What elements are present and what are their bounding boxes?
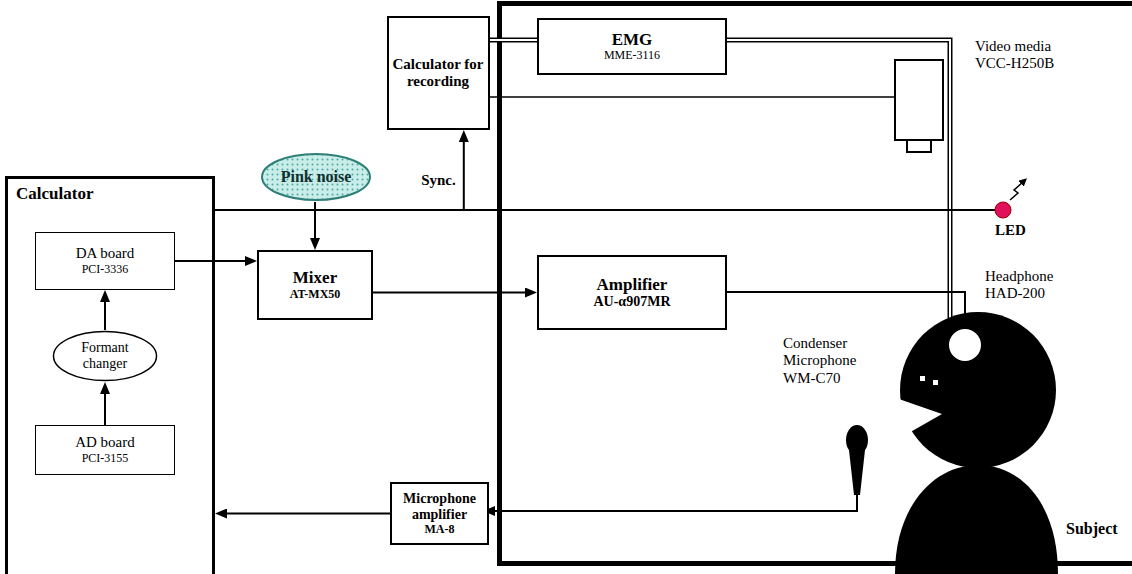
node-title: Microphone amplifier	[392, 491, 487, 523]
subject-label: Subject	[1066, 520, 1118, 538]
signal-line	[104, 296, 106, 330]
node-title: Calculator	[16, 184, 93, 204]
device-label: Video media VCC-H250B	[975, 38, 1075, 73]
emg-cable-core	[727, 40, 950, 318]
node-title: Amplifier	[597, 275, 668, 295]
node-title: Mixer	[293, 268, 337, 288]
model-number: PCI-3155	[82, 452, 129, 466]
signal-line	[373, 292, 531, 294]
ellipse-outline	[54, 332, 157, 381]
emg-box: EMGMME-3116	[537, 18, 727, 75]
emg-cable	[727, 40, 950, 318]
mixer-box: MixerAT-MX50	[257, 250, 373, 320]
signal-label: Sync.	[421, 172, 456, 189]
calculator-frame: Calculator DA boardPCI-3336Formant change…	[5, 176, 215, 574]
amplifier-box: AmplifierAU-α907MR	[537, 255, 727, 330]
subject-eye	[933, 380, 938, 385]
node-title: AD board	[75, 434, 135, 451]
subject-room-frame	[500, 4, 1132, 564]
device-label: Headphone HAD-200	[985, 268, 1080, 303]
model-number: MME-3116	[604, 49, 660, 63]
subject-head	[900, 312, 1056, 468]
connector	[221, 513, 390, 514]
led-label: LED	[995, 222, 1026, 239]
node-title: Pink noise	[281, 168, 352, 186]
board-box: DA boardPCI-3336	[35, 232, 175, 290]
node-title: DA board	[76, 245, 135, 262]
ellipse-outline	[262, 154, 370, 200]
headphone-cup	[948, 328, 982, 362]
connector	[315, 202, 316, 244]
signal-line	[221, 513, 390, 515]
microphone-cable	[489, 495, 857, 511]
microphone-handle	[849, 450, 865, 495]
light-emission-symbol	[1010, 181, 1024, 200]
double-cable-core	[490, 39, 538, 41]
connector	[215, 136, 464, 210]
led-wire	[460, 209, 995, 211]
signal-line	[104, 388, 106, 425]
model-number: PCI-3336	[82, 263, 129, 277]
subject-eye	[920, 376, 925, 381]
node-title: Calculator for recording	[389, 56, 488, 91]
node-title: EMG	[612, 30, 653, 50]
signal-line	[215, 136, 464, 210]
process-ellipse: Formant changer	[52, 330, 158, 382]
device-label: Condenser Microphone WM-C70	[783, 335, 873, 387]
double-cable	[490, 38, 538, 43]
node-title: Formant changer	[68, 340, 142, 372]
camera-lens	[907, 140, 931, 152]
led-symbol	[995, 202, 1011, 218]
noise-ellipse: Pink noise	[260, 152, 372, 202]
mic-amp-box: Microphone amplifierMA-8	[390, 482, 489, 545]
model-number: AT-MX50	[290, 288, 341, 302]
model-number: MA-8	[425, 523, 455, 537]
recorder-box: Calculator for recording	[387, 16, 490, 130]
signal-line	[314, 202, 316, 244]
model-number: AU-α907MR	[593, 294, 670, 310]
connector	[373, 292, 531, 293]
connector	[105, 296, 106, 330]
subject-body	[895, 465, 1058, 574]
camera-body	[895, 60, 943, 140]
headphone-cable	[727, 292, 965, 328]
board-box: AD boardPCI-3155	[35, 425, 175, 475]
video-cable	[483, 96, 895, 98]
connector	[490, 40, 538, 41]
subject-mouth	[896, 398, 942, 438]
connector	[105, 388, 106, 425]
